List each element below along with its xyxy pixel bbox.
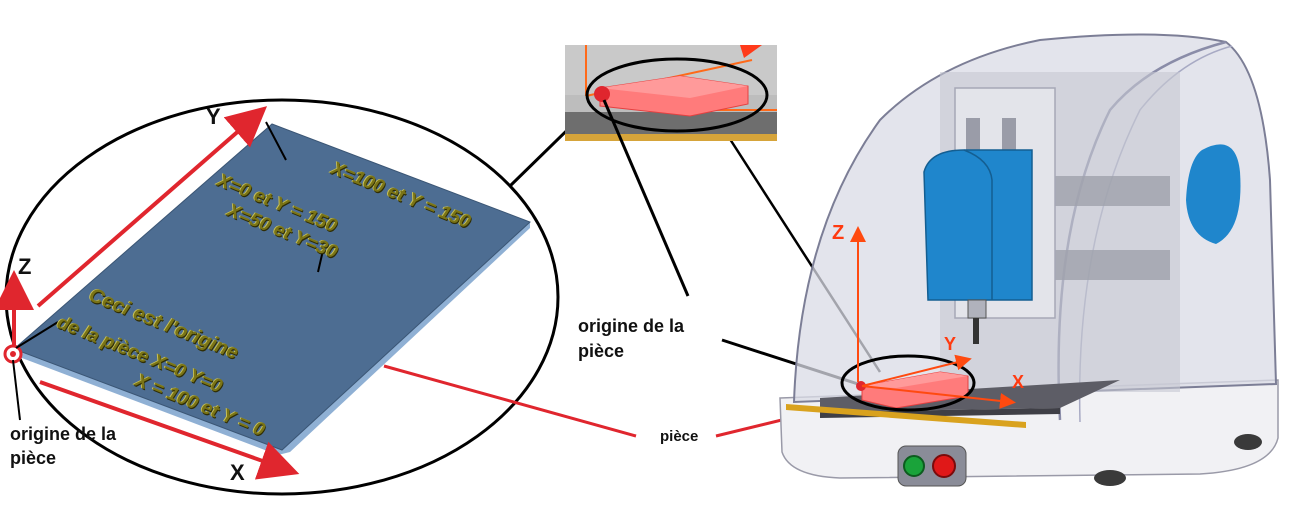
left-x-axis-arrow	[39, 380, 300, 480]
piece-callout-line-left	[383, 364, 637, 438]
piece-label: pièce	[660, 428, 699, 445]
left-axis-label-y: Y	[206, 104, 221, 129]
machine-x-axis	[861, 385, 1016, 409]
origin-marker-left	[3, 344, 23, 364]
machine-y-axis	[861, 354, 972, 387]
annotation-tick-origin	[15, 321, 59, 349]
origin-label-middle-line2: pièce	[578, 341, 625, 361]
machine-axis-label-x: X	[1012, 372, 1025, 392]
origin-label-left-line1: origine de la	[10, 424, 117, 444]
zoom-inset	[565, 45, 777, 141]
workpiece-plate	[13, 123, 531, 455]
origin-left-leader	[12, 359, 21, 421]
left-axis-label-z: Z	[18, 254, 32, 279]
left-axis-label-x: X	[230, 460, 245, 485]
origin-label-middle-line1: origine de la	[578, 316, 685, 336]
annotation-tick-top	[265, 121, 287, 161]
left-axes	[0, 106, 300, 480]
origin-label-left-line2: pièce	[10, 448, 57, 468]
machine-axis-label-y: Y	[944, 334, 957, 354]
origin-middle-leader	[602, 99, 690, 297]
annotation-tick-center	[317, 245, 325, 273]
cnc-machine	[779, 33, 1279, 487]
machine-axis-label-z: Z	[832, 222, 845, 244]
left-y-axis-arrow	[36, 106, 268, 308]
machine-axes	[850, 226, 1016, 409]
